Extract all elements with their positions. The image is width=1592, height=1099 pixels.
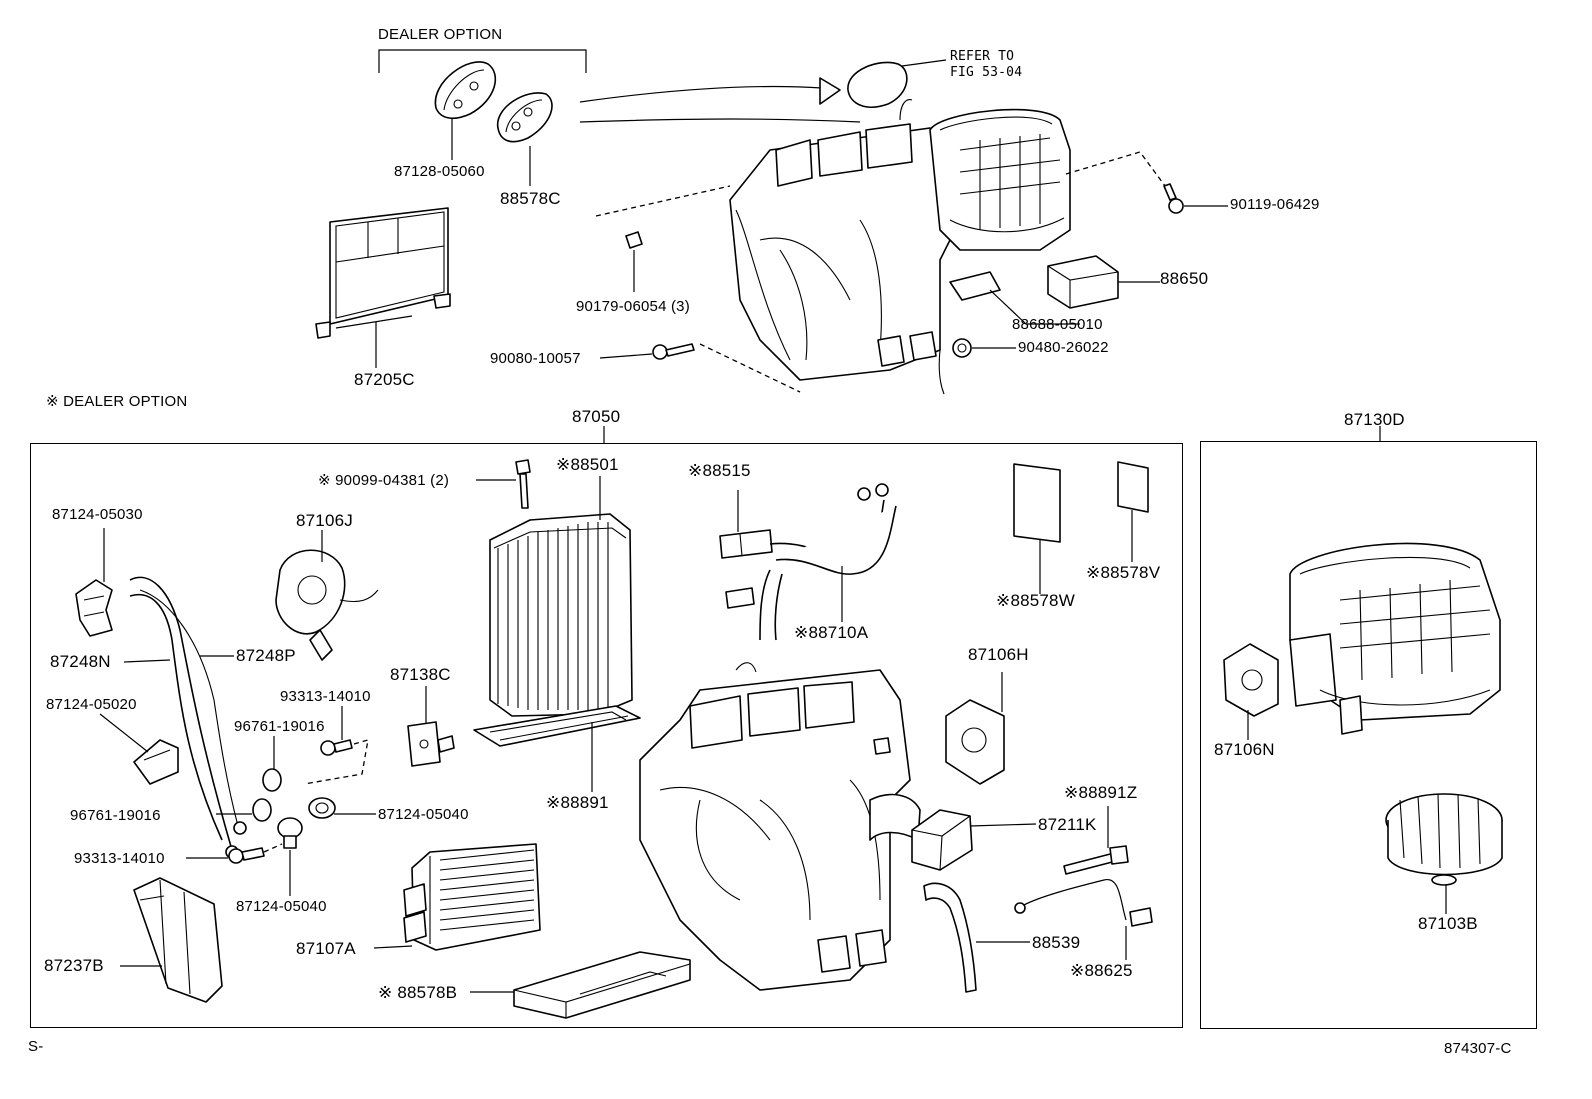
grommet-87128-05060	[434, 61, 497, 120]
part-label-88578B: ※ 88578B	[378, 983, 458, 1002]
part-label-87124-05020: 87124-05020	[46, 696, 137, 713]
footer-left-code: S-	[28, 1038, 44, 1055]
bracket-87124-05030	[75, 579, 113, 637]
drain-hose-88539	[923, 882, 977, 993]
pipe-88710A	[725, 483, 897, 641]
clip-90179-06054	[625, 231, 643, 249]
filter-87205C	[315, 207, 451, 339]
module-88650	[1047, 255, 1119, 309]
part-label-88625: ※88625	[1070, 961, 1133, 980]
refer-to-line1: REFER TO	[950, 49, 1015, 64]
bolt-90099-04381	[515, 459, 531, 509]
part-label-87106N: 87106N	[1214, 740, 1275, 759]
heater-case-main	[639, 662, 921, 991]
bracket-88688-05010	[949, 271, 1001, 301]
part-label-88688-05010: 88688-05010	[1012, 316, 1103, 333]
sensor-88891Z	[1063, 845, 1129, 875]
part-label-87237B: 87237B	[44, 956, 104, 975]
part-label-87205C: 87205C	[354, 370, 415, 389]
drain-tray-88891	[473, 705, 641, 747]
pipe-87248N-87248P	[129, 576, 247, 859]
part-label-87106H: 87106H	[968, 645, 1029, 664]
dealer-option-note: ※ DEALER OPTION	[46, 393, 188, 410]
main-assembly-frame	[30, 443, 1183, 1028]
part-label-88501: ※88501	[556, 455, 619, 474]
part-label-87124-05030: 87124-05030	[52, 506, 143, 523]
actuator-87106J	[275, 549, 379, 661]
screw-90080-10057	[652, 343, 695, 360]
part-label-90119-06429: 90119-06429	[1230, 196, 1320, 213]
expansion-valve-88515	[719, 529, 773, 559]
clamp-87124-05020	[133, 739, 179, 785]
actuator-87106H	[945, 699, 1005, 785]
part-label-87138C: 87138C	[390, 665, 451, 684]
part-label-96761-19016-a: 96761-19016	[234, 718, 325, 735]
screw-93313-14010-b	[228, 847, 265, 864]
part-label-87124-05040-b: 87124-05040	[236, 898, 327, 915]
group-label-87130D: 87130D	[1344, 410, 1405, 429]
filter-case-88578B	[513, 951, 691, 1019]
part-label-90099-04381: ※ 90099-04381 (2)	[318, 472, 450, 489]
dealer-option-top-label: DEALER OPTION	[378, 26, 503, 43]
blower-assembly-frame	[1200, 441, 1537, 1029]
duct-87211K	[911, 809, 973, 871]
part-label-88578V: ※88578V	[1086, 563, 1161, 582]
clamp-87124-05040-a	[308, 797, 336, 819]
part-label-88515: ※88515	[688, 461, 751, 480]
part-label-88539: 88539	[1032, 933, 1081, 952]
part-label-90480-26022: 90480-26022	[1018, 339, 1109, 356]
screw-90119-06429	[1163, 183, 1184, 214]
o-ring-96761-19016-a	[262, 768, 282, 792]
dealer-option-bracket	[378, 49, 587, 73]
refer-to-line2: FIG 53-04	[950, 65, 1023, 80]
duct-87237B	[133, 877, 223, 1003]
part-label-88578C: 88578C	[500, 189, 561, 208]
evaporator-88501	[489, 513, 633, 717]
sheet-88578W	[1013, 463, 1061, 543]
heater-core-87107A	[403, 843, 541, 951]
part-label-87248N: 87248N	[50, 652, 111, 671]
part-label-88891: ※88891	[546, 793, 609, 812]
sheet-88578V	[1117, 461, 1149, 513]
part-label-87103B: 87103B	[1418, 914, 1478, 933]
part-label-87106J: 87106J	[296, 511, 353, 530]
part-label-93313-14010-a: 93313-14010	[280, 688, 371, 705]
part-label-90080-10057: 90080-10057	[490, 350, 581, 367]
part-label-87124-05040-a: 87124-05040	[378, 806, 469, 823]
part-label-87107A: 87107A	[296, 939, 356, 958]
part-label-88891Z: ※88891Z	[1064, 783, 1138, 802]
part-label-96761-19016-b: 96761-19016	[70, 807, 161, 824]
grommet-88578C	[497, 92, 553, 143]
part-label-88710A: ※88710A	[794, 623, 869, 642]
o-ring-96761-19016-b	[252, 798, 272, 822]
grommet-90480-26022	[952, 338, 972, 358]
part-label-88650: 88650	[1160, 269, 1209, 288]
sensor-88625	[1014, 879, 1153, 927]
screw-93313-14010-a	[320, 739, 353, 756]
blower-motor-87103B	[1385, 793, 1503, 886]
part-label-87128-05060: 87128-05060	[394, 163, 485, 180]
blower-unit-87130D	[1289, 542, 1501, 735]
figure-number: 874307-C	[1444, 1040, 1512, 1057]
part-label-87248P: 87248P	[236, 646, 296, 665]
actuator-87106N	[1223, 643, 1279, 717]
part-label-87211K: 87211K	[1038, 815, 1097, 834]
clamp-87124-05040-b	[277, 817, 303, 849]
part-label-93313-14010-b: 93313-14010	[74, 850, 165, 867]
part-label-88578W: ※88578W	[996, 591, 1075, 610]
group-label-87050: 87050	[572, 407, 621, 426]
sensor-87138C	[407, 721, 455, 767]
heater-unit-top	[729, 99, 1071, 395]
part-label-90179-06054: 90179-06054 (3)	[576, 298, 690, 315]
